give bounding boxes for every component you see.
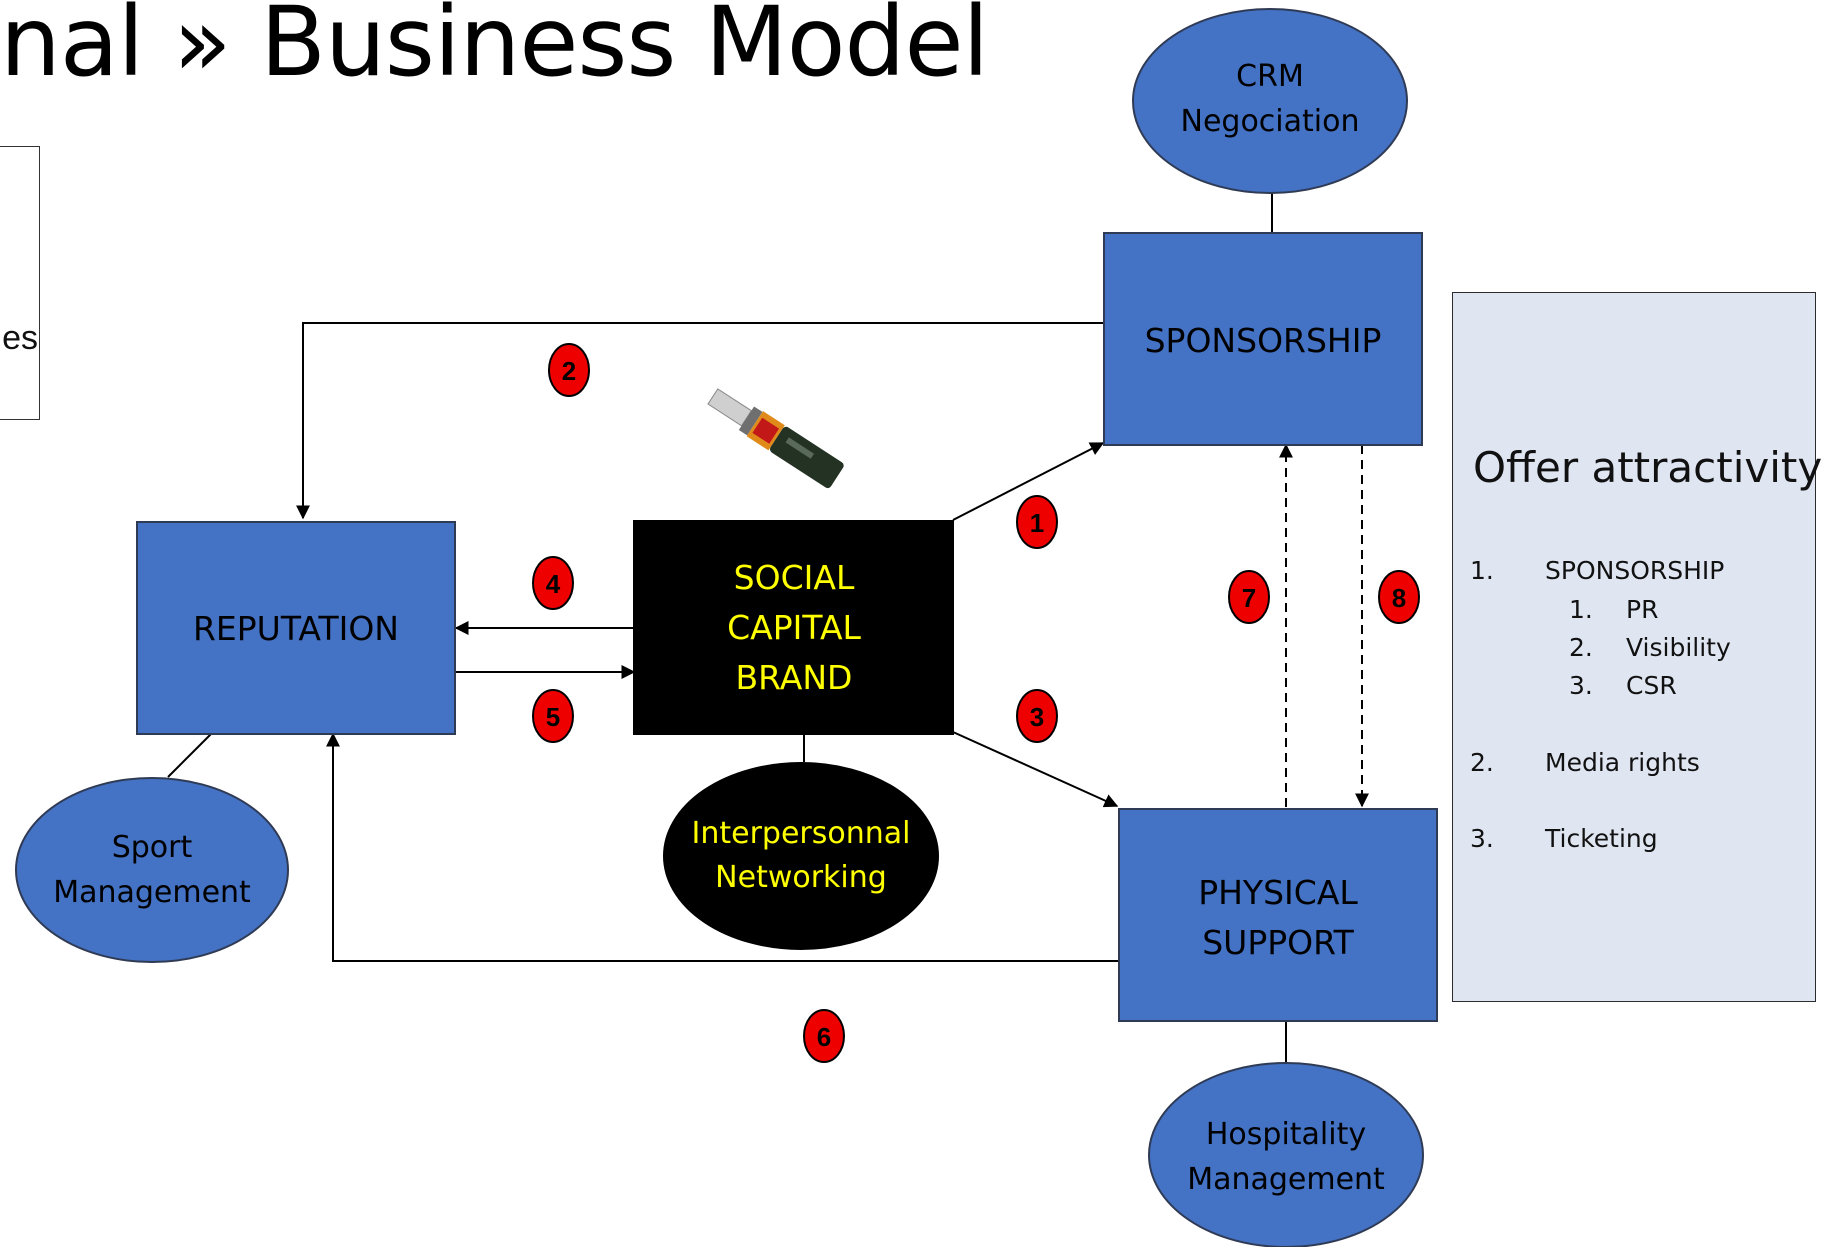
crm-label-2: Negociation: [1181, 104, 1360, 139]
sport-management-ellipse: [15, 777, 289, 963]
reputation-label: REPUTATION: [193, 609, 399, 648]
physical-support-label-2: SUPPORT: [1202, 923, 1354, 962]
svg-text:4: 4: [546, 569, 561, 599]
svg-text:3: 3: [1030, 702, 1044, 732]
offer-item-1: 1. SPONSORSHIP: [1470, 556, 1724, 585]
crm-label-1: CRM: [1236, 59, 1304, 94]
physical-support-label-1: PHYSICAL: [1198, 873, 1358, 912]
badge-6: 6: [803, 1009, 845, 1063]
badge-7: 7: [1228, 570, 1270, 624]
offer-subitem-1-2: 2. Visibility: [1569, 633, 1731, 662]
social-capital-label-1: SOCIAL: [734, 558, 855, 597]
interpersonnal-label-2: Networking: [715, 860, 887, 895]
badge-8: 8: [1378, 570, 1420, 624]
sport-management-label-1: Sport: [112, 830, 193, 865]
badge-4: 4: [532, 556, 574, 610]
interpersonnal-networking-ellipse: [663, 762, 939, 950]
page-title: nal » Business Model: [0, 0, 989, 98]
connector-reputation-sport: [167, 732, 213, 778]
offer-subitem-1-3: 3. CSR: [1569, 671, 1677, 700]
left-text-box: es: [0, 146, 40, 420]
hospitality-ellipse: [1148, 1062, 1424, 1247]
badge-2: 2: [548, 343, 590, 397]
svg-text:5: 5: [546, 702, 560, 732]
offer-title: Offer attractivity: [1473, 443, 1823, 492]
offer-subitem-1-1: 1. PR: [1569, 595, 1659, 624]
reputation-box: [136, 521, 456, 735]
superglue-tube-icon: [707, 388, 844, 489]
left-box-text: es: [2, 319, 38, 357]
svg-text:6: 6: [817, 1022, 831, 1052]
hospitality-label-1: Hospitality: [1206, 1117, 1366, 1152]
arrow-2-sponsorship-to-reputation: [296, 322, 1104, 520]
svg-text:8: 8: [1392, 583, 1406, 613]
offer-item-2: 2. Media rights: [1470, 748, 1700, 777]
offer-item-3: 3. Ticketing: [1470, 824, 1658, 853]
interpersonnal-label-1: Interpersonnal: [692, 816, 911, 851]
physical-support-box: [1118, 808, 1438, 1022]
badge-5: 5: [532, 689, 574, 743]
badge-1: 1: [1016, 495, 1058, 549]
offer-item-1-num: 1.: [1470, 556, 1494, 585]
svg-text:2: 2: [562, 356, 576, 386]
offer-item-1-label: SPONSORSHIP: [1545, 556, 1725, 585]
social-capital-box: [633, 520, 954, 735]
social-capital-label-3: BRAND: [736, 658, 853, 697]
sport-management-label-2: Management: [53, 875, 251, 910]
arrow-6-physical-to-reputation: [326, 732, 1119, 962]
badge-3: 3: [1016, 689, 1058, 743]
hospitality-label-2: Management: [1187, 1162, 1385, 1197]
social-capital-label-2: CAPITAL: [727, 608, 861, 647]
offer-attractivity-panel: Offer attractivity 1. SPONSORSHIP 1. PR …: [1452, 292, 1822, 1002]
svg-text:1: 1: [1030, 508, 1044, 538]
svg-text:7: 7: [1242, 583, 1256, 613]
crm-ellipse: [1132, 8, 1408, 194]
sponsorship-label: SPONSORSHIP: [1145, 321, 1382, 360]
arrow-3-social-to-physical: [952, 731, 1119, 808]
arrow-1-social-to-sponsorship: [952, 442, 1105, 521]
sponsorship-box: [1103, 232, 1423, 446]
